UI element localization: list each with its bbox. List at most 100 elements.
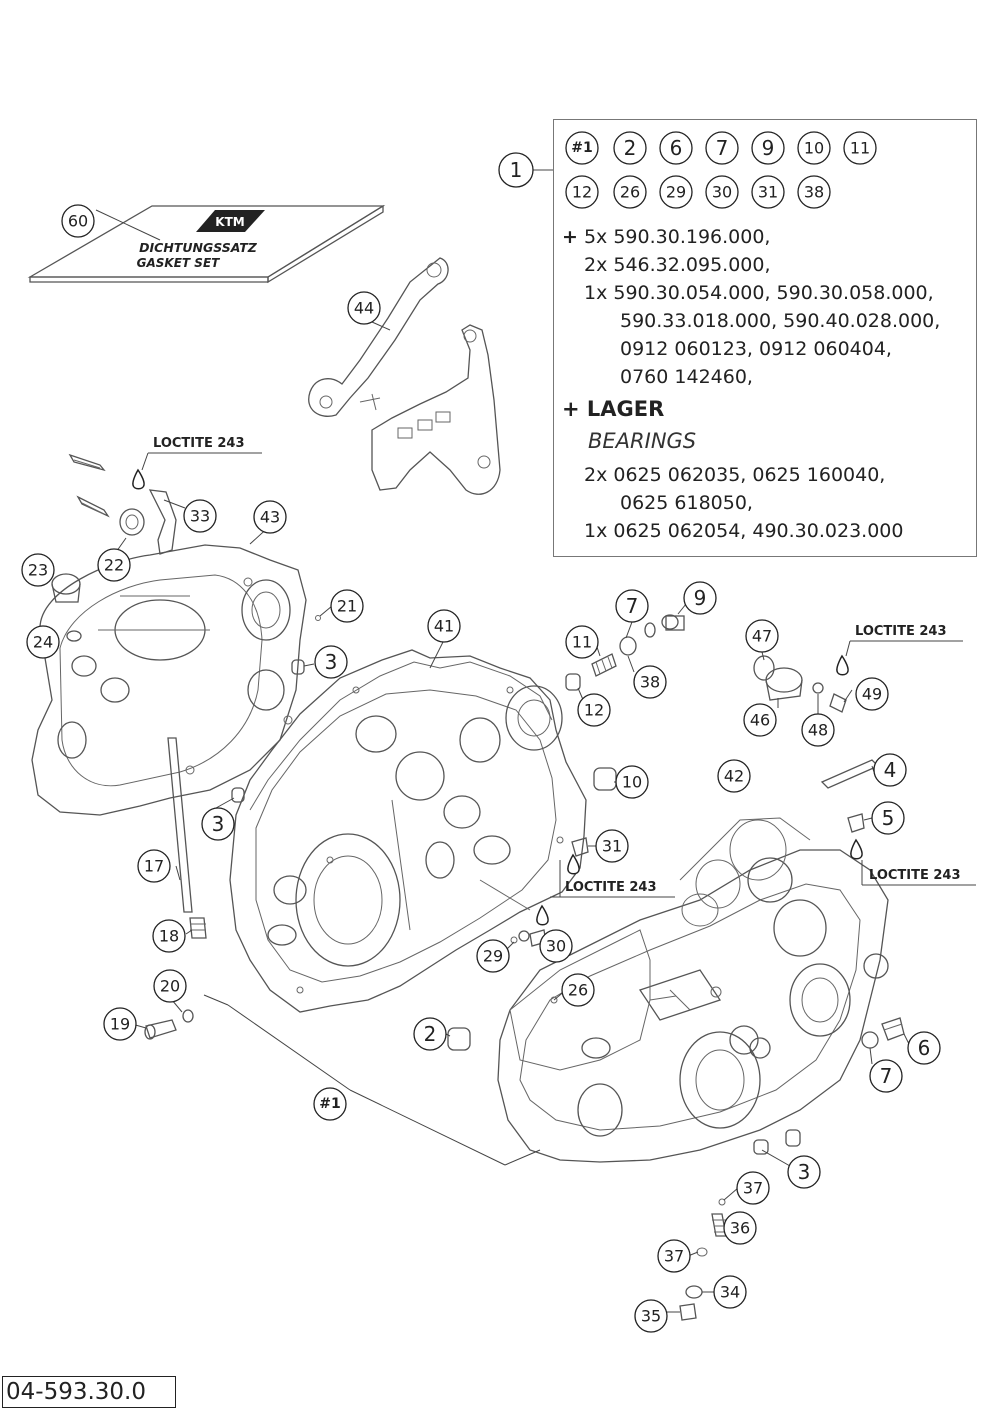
plug-and-oring-left [51,573,82,642]
svg-text:26: 26 [568,981,588,1000]
gasket-42 [679,817,811,927]
svg-text:44: 44 [354,299,374,318]
callout-43: 43 [253,500,287,534]
bearings-subheading: BEARINGS [588,429,697,453]
callout-42: 42 [717,759,751,793]
svg-text:7: 7 [716,136,729,160]
svg-text:30: 30 [546,937,566,956]
svg-text:12: 12 [572,183,592,202]
callout-47: 47 [745,619,779,653]
callout-36: 36 [723,1211,757,1245]
callout-49: 49 [855,677,889,711]
kit-ref-10: 10 [797,131,831,165]
callout-29: 29 [476,939,510,973]
gasket-set-line2: GASKET SET [137,256,220,270]
svg-text:31: 31 [758,183,778,202]
kit-ref-9: 9 [751,131,785,165]
kit-ref-29: 29 [659,175,693,209]
kit-ref-2: 2 [613,131,647,165]
crankcase-left-half [229,649,587,1013]
callout-23: 23 [21,553,55,587]
callout-48: 48 [801,713,835,747]
svg-text:24: 24 [33,633,53,652]
svg-text:30: 30 [712,183,732,202]
svg-text:42: 42 [724,767,744,786]
svg-text:43: 43 [260,508,280,527]
svg-text:38: 38 [640,673,660,692]
kit-ref-12: 12 [565,175,599,209]
callout-35: 35 [634,1299,668,1333]
svg-text:6: 6 [670,136,683,160]
callout-1: 1 [498,152,534,188]
callout-22: 22 [97,548,131,582]
callout-12: 12 [577,693,611,727]
svg-text:#1: #1 [319,1096,340,1112]
small-parts-center-top [565,614,685,691]
svg-text:10: 10 [804,139,824,158]
callout-5: 5 [871,801,905,835]
loctite-marker-3: LOCTITE 243 [536,853,675,926]
svg-text:LOCTITE 243: LOCTITE 243 [869,868,961,883]
bearing-line-1: 0625 618050, [620,492,753,514]
gasket-set-line1: DICHTUNGSSATZ [139,240,258,255]
svg-text:35: 35 [641,1307,661,1326]
svg-text:36: 36 [730,1219,750,1238]
svg-text:5: 5 [882,806,895,830]
svg-text:7: 7 [880,1064,893,1088]
svg-text:1: 1 [510,158,523,182]
svg-text:3: 3 [325,650,338,674]
svg-text:3: 3 [212,812,225,836]
callout-44: 44 [347,291,381,325]
callout-19: 19 [103,1007,137,1041]
svg-text:31: 31 [602,837,622,856]
callout-10: 10 [615,765,649,799]
callout-hash1-diagram: #1 [313,1087,347,1121]
svg-text:#1: #1 [571,140,592,156]
svg-text:37: 37 [743,1179,763,1198]
callout-4: 4 [873,753,907,787]
callout-3-lower: 3 [787,1155,821,1189]
callout-60: 60 [61,204,95,238]
small-parts-upper-right [753,655,847,713]
svg-text:41: 41 [434,617,454,636]
callout-20: 20 [153,969,187,1003]
kit-ref-7: 7 [705,131,739,165]
document-number: 04-593.30.0 [2,1376,176,1408]
small-parts-right [820,759,880,833]
callout-18: 18 [152,919,186,953]
svg-text:29: 29 [666,183,686,202]
chain-guide-bracket [308,257,501,495]
svg-text:9: 9 [762,136,775,160]
kit-line-3: 590.33.018.000, 590.40.028.000, [620,310,941,332]
svg-text:10: 10 [622,773,642,792]
svg-text:26: 26 [620,183,640,202]
callout-3-left: 3 [201,807,235,841]
svg-text:LOCTITE 243: LOCTITE 243 [565,880,657,895]
callout-24: 24 [26,625,60,659]
loctite-marker-2: LOCTITE 243 [836,624,963,676]
ktm-logo: KTM [196,210,265,232]
bearing-line-0: 2x 0625 062035, 0625 160040, [584,464,886,486]
svg-text:33: 33 [190,507,210,526]
svg-text:23: 23 [28,561,48,580]
callout-2: 2 [413,1017,447,1051]
callout-37-upper: 37 [736,1171,770,1205]
svg-text:11: 11 [572,633,592,652]
gasket-26 [509,929,651,1071]
svg-text:3: 3 [798,1160,811,1184]
callout-31: 31 [595,829,629,863]
kit-ref-26: 26 [613,175,647,209]
svg-text:7: 7 [626,594,639,618]
callout-3-upper: 3 [314,645,348,679]
callout-34: 34 [713,1275,747,1309]
bearings-heading: + LAGER [562,397,665,421]
clutch-cover [31,544,307,816]
kit-ref-6: 6 [659,131,693,165]
repair-kit-box: + 5x 590.30.196.000, 2x 546.32.095.000, … [553,119,977,557]
svg-text:38: 38 [804,183,824,202]
kit-line-0: + 5x 590.30.196.000, [562,226,771,248]
callout-7-lower: 7 [869,1059,903,1093]
kit-refs-row1: #1 2 6 7 9 10 11 [565,131,877,165]
callout-26: 26 [561,973,595,1007]
